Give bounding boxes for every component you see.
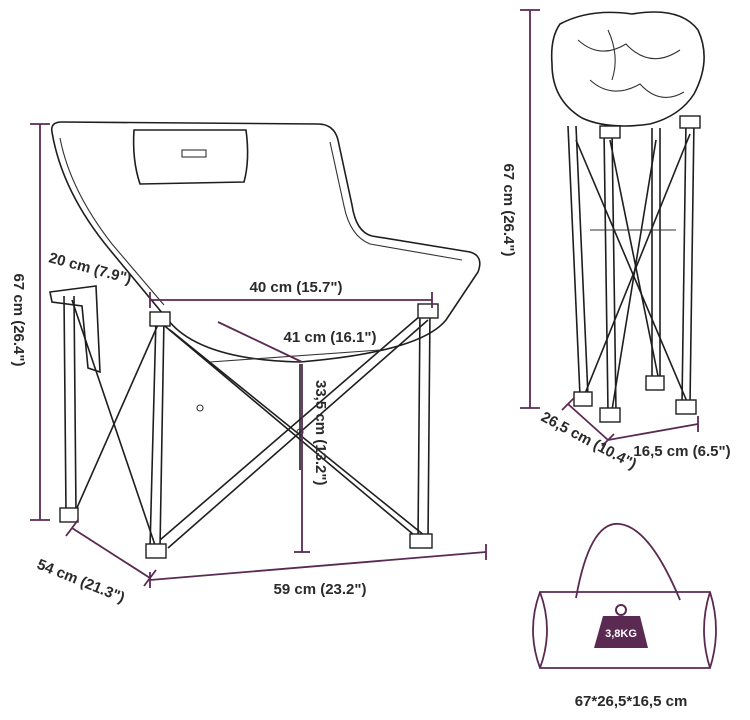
- folded-width-label: 16,5 cm (6.5"): [633, 443, 730, 460]
- folded-width-line: [607, 423, 699, 441]
- armrest-label: 20 cm (7.9"): [47, 249, 133, 287]
- unfolded-chair-illustration: [49, 121, 481, 559]
- seat-height-label: 33,5 cm (13.2"): [312, 380, 329, 486]
- chair-height-label: 67 cm (26.4"): [10, 274, 27, 367]
- chair-width-label: 59 cm (23.2"): [274, 581, 367, 598]
- bag-size-label: 67*26,5*16,5 cm: [575, 693, 688, 710]
- chair-width-line: [149, 551, 487, 581]
- chair-depth-label: 54 cm (21.3"): [35, 556, 128, 607]
- carry-bag-illustration: 3,8KG: [532, 523, 717, 669]
- folded-height-label: 67 cm (26.4"): [500, 164, 517, 257]
- chair-depth-line: [71, 527, 151, 579]
- seat-width-label: 40 cm (15.7"): [250, 279, 343, 296]
- bag-weight-label: 3,8KG: [605, 628, 637, 640]
- folded-frame: [567, 119, 695, 413]
- seat-depth-label: 41 cm (16.1"): [284, 329, 377, 346]
- folded-chair-illustration: [550, 11, 705, 423]
- folded-depth-label: 26,5 cm (10.4"): [538, 409, 639, 474]
- seat-depth-line: [217, 321, 303, 363]
- folded-depth-line: [567, 403, 609, 441]
- weight-icon: [594, 604, 648, 648]
